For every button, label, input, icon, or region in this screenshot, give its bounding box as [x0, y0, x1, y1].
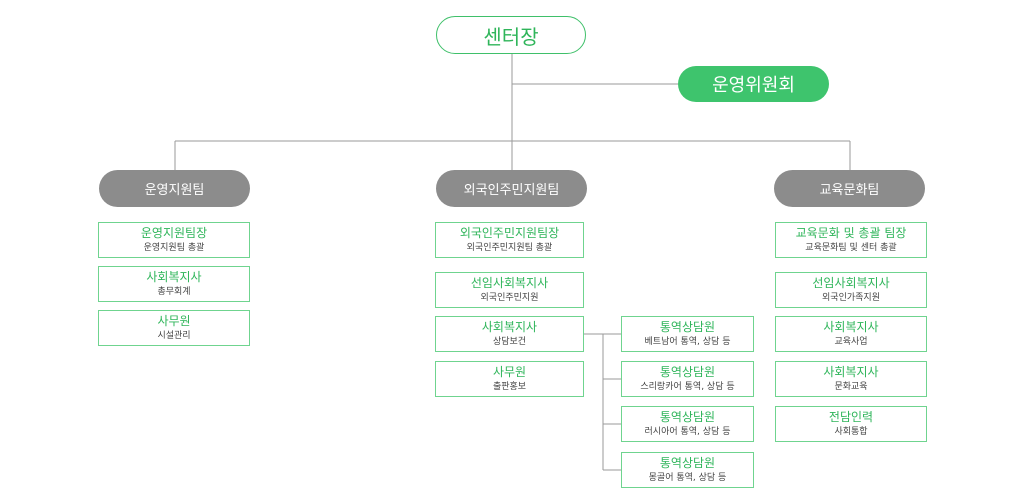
member-box: 사회복지사 문화교육: [775, 361, 927, 397]
member-role: 시설관리: [157, 331, 191, 341]
member-role: 총무회계: [157, 287, 191, 297]
counselor-box: 통역상담원 베트남어 통역, 상담 등: [621, 316, 754, 352]
member-title: 선임사회복지사: [812, 276, 890, 290]
counselor-box: 통역상담원 스리랑카어 통역, 상담 등: [621, 361, 754, 397]
counselor-title: 통역상담원: [659, 320, 716, 334]
member-title: 사회복지사: [146, 270, 202, 284]
member-role: 상담보건: [492, 337, 527, 347]
member-role: 운영지원팀 총괄: [143, 243, 205, 253]
team-node-education-culture: 교육문화팀: [774, 170, 925, 207]
member-role: 교육사업: [834, 337, 868, 347]
member-role: 사회통합: [834, 427, 868, 437]
counselor-role: 몽골어 통역, 상담 등: [648, 473, 727, 483]
member-title: 사회복지사: [481, 320, 538, 334]
team-node-foreign-residents: 외국인주민지원팀: [436, 170, 587, 207]
team-label: 교육문화팀: [819, 183, 880, 198]
member-box: 사무원 시설관리: [98, 310, 250, 346]
member-title: 선임사회복지사: [470, 276, 549, 290]
member-box: 선임사회복지사 외국인주민지원: [435, 272, 584, 308]
counselor-title: 통역상담원: [659, 410, 716, 424]
member-title: 교육문화 및 총괄 팀장: [795, 226, 907, 240]
member-role: 외국인주민지원: [480, 293, 539, 303]
head-label: 센터장: [483, 24, 539, 49]
counselor-role: 러시아어 통역, 상담 등: [644, 427, 731, 437]
counselor-box: 통역상담원 몽골어 통역, 상담 등: [621, 452, 754, 488]
team-label: 운영지원팀: [144, 183, 205, 198]
counselor-title: 통역상담원: [659, 456, 716, 470]
head-node: 센터장: [436, 16, 586, 54]
member-role: 출판홍보: [492, 382, 527, 392]
member-box: 전담인력 사회통합: [775, 406, 927, 442]
committee-label: 운영위원회: [712, 75, 795, 96]
member-role: 외국인주민지원팀 총괄: [466, 243, 553, 253]
member-box: 사회복지사 총무회계: [98, 266, 250, 302]
member-title: 사무원: [157, 314, 191, 328]
member-role: 외국인가족지원: [822, 293, 880, 303]
member-title: 사무원: [492, 365, 527, 379]
member-title: 사회복지사: [823, 365, 879, 379]
counselor-role: 베트남어 통역, 상담 등: [644, 337, 731, 347]
team-label: 외국인주민지원팀: [463, 183, 560, 198]
member-box: 운영지원팀장 운영지원팀 총괄: [98, 222, 250, 258]
member-box: 사무원 출판홍보: [435, 361, 584, 397]
member-title: 사회복지사: [823, 320, 879, 334]
member-box: 외국인주민지원팀장 외국인주민지원팀 총괄: [435, 222, 584, 258]
member-role: 교육문화팀 및 센터 총괄: [805, 243, 897, 253]
team-node-operations: 운영지원팀: [99, 170, 250, 207]
member-box: 사회복지사 교육사업: [775, 316, 927, 352]
member-box: 교육문화 및 총괄 팀장 교육문화팀 및 센터 총괄: [775, 222, 927, 258]
counselor-role: 스리랑카어 통역, 상담 등: [640, 382, 735, 392]
member-role: 문화교육: [834, 382, 868, 392]
counselor-box: 통역상담원 러시아어 통역, 상담 등: [621, 406, 754, 442]
member-title: 외국인주민지원팀장: [459, 226, 560, 240]
committee-node: 운영위원회: [678, 66, 829, 102]
member-title: 전담인력: [828, 410, 874, 424]
member-title: 운영지원팀장: [140, 226, 208, 240]
member-box: 사회복지사 상담보건: [435, 316, 584, 352]
counselor-title: 통역상담원: [659, 365, 716, 379]
member-box: 선임사회복지사 외국인가족지원: [775, 272, 927, 308]
